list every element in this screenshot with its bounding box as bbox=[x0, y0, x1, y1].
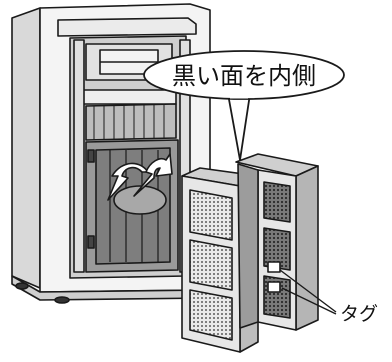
filter-rear-panel bbox=[235, 153, 319, 331]
cabinet-left-side bbox=[11, 7, 41, 289]
airflow-arrow-icon bbox=[107, 162, 149, 201]
airflow-arrows bbox=[107, 153, 173, 201]
callout-balloon: 黒い面を内側 bbox=[143, 50, 345, 161]
callout-text: 黒い面を内側 bbox=[172, 62, 316, 90]
purifier-cabinet bbox=[11, 3, 211, 304]
tag-icon bbox=[267, 261, 281, 273]
tag-label: タグ bbox=[340, 303, 378, 325]
airflow-arrow-icon bbox=[133, 153, 173, 197]
tag-leader-lines bbox=[279, 269, 337, 315]
